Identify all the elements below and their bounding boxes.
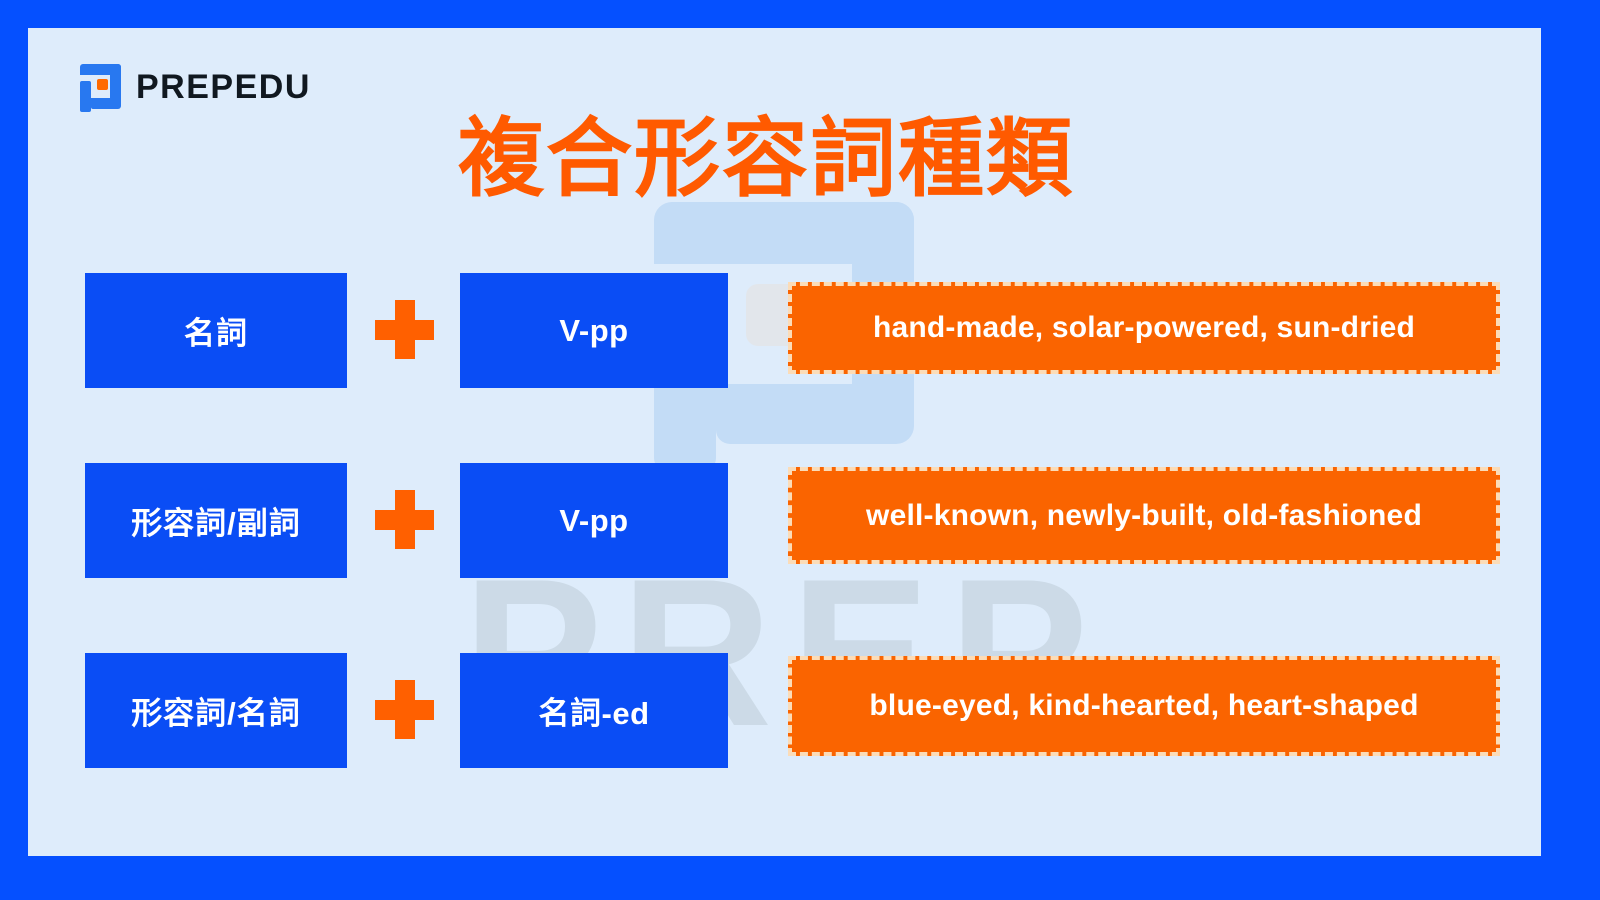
row-1-examples-label: hand-made, solar-powered, sun-dried	[872, 311, 1416, 344]
page-title: 複合形容詞種類	[458, 111, 1074, 207]
row-3-part-a: 形容詞/名詞	[85, 653, 347, 768]
brand-wordmark: PREPEDU	[136, 67, 311, 106]
row-2-part-b-label: V-pp	[559, 502, 629, 538]
brand-logo: PREPEDU	[72, 62, 311, 112]
row-3-part-a-label: 形容詞/名詞	[131, 696, 301, 731]
row-2-examples: well-known, newly-built, old-fashioned	[788, 467, 1500, 564]
plus-icon	[375, 490, 434, 549]
header: PREPEDU 複合形容詞種類	[28, 28, 1541, 208]
row-3-examples-label: blue-eyed, kind-hearted, heart-shaped	[869, 689, 1419, 722]
row-1-part-a-label: 名詞	[184, 316, 248, 351]
row-2-part-b: V-pp	[460, 463, 728, 578]
plus-icon	[375, 300, 434, 359]
row-3-part-b-label: 名詞-ed	[538, 696, 650, 731]
prepedu-p-logo-icon	[72, 62, 122, 112]
row-1-part-a: 名詞	[85, 273, 347, 388]
row-3-part-b: 名詞-ed	[460, 653, 728, 768]
row-3-examples: blue-eyed, kind-hearted, heart-shaped	[788, 656, 1500, 756]
row-2-examples-label: well-known, newly-built, old-fashioned	[866, 498, 1422, 532]
row-2-part-a: 形容詞/副詞	[85, 463, 347, 578]
formula-rows: 名詞 V-pp hand-made, solar-powered, sun-dr…	[28, 273, 1541, 768]
row-2-part-a-label: 形容詞/副詞	[131, 506, 301, 541]
formula-row: 形容詞/名詞 名詞-ed blue-eyed, kind-hearted, he…	[28, 653, 1541, 768]
row-1-examples: hand-made, solar-powered, sun-dried	[788, 282, 1500, 374]
plus-icon	[375, 680, 434, 739]
row-1-part-b: V-pp	[460, 273, 728, 388]
formula-row: 形容詞/副詞 V-pp well-known, newly-built, old…	[28, 463, 1541, 578]
infographic-canvas: PREP PREPEDU 複合形容詞種類 名詞	[28, 28, 1541, 856]
formula-row: 名詞 V-pp hand-made, solar-powered, sun-dr…	[28, 273, 1541, 388]
row-1-part-b-label: V-pp	[559, 312, 629, 348]
